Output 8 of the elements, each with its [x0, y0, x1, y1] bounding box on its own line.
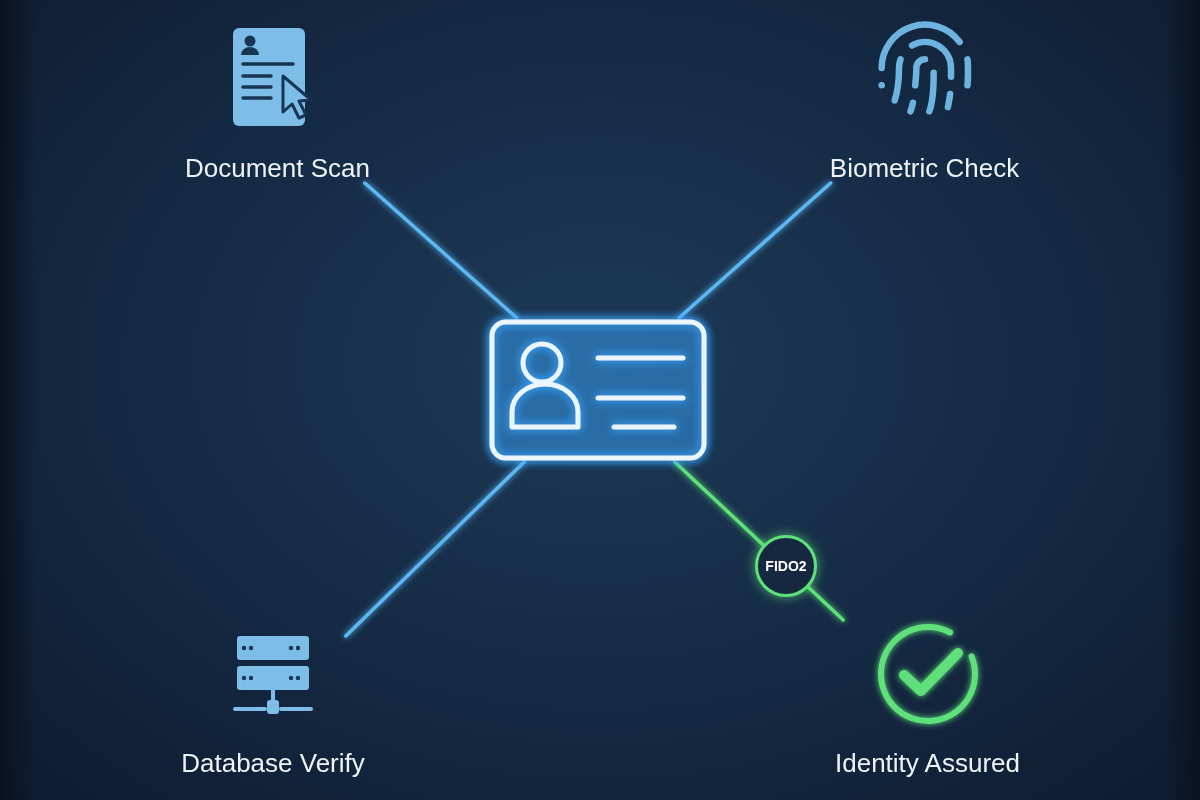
node-label: Document Scan [185, 153, 370, 183]
node-label: Biometric Check [829, 153, 1020, 183]
connector-line [363, 181, 519, 320]
connector-line [344, 460, 526, 638]
node-label: Database Verify [181, 748, 365, 778]
node-label: Identity Assured [835, 748, 1020, 778]
connector-line [677, 181, 833, 320]
edge-label: FIDO2 [754, 535, 817, 598]
